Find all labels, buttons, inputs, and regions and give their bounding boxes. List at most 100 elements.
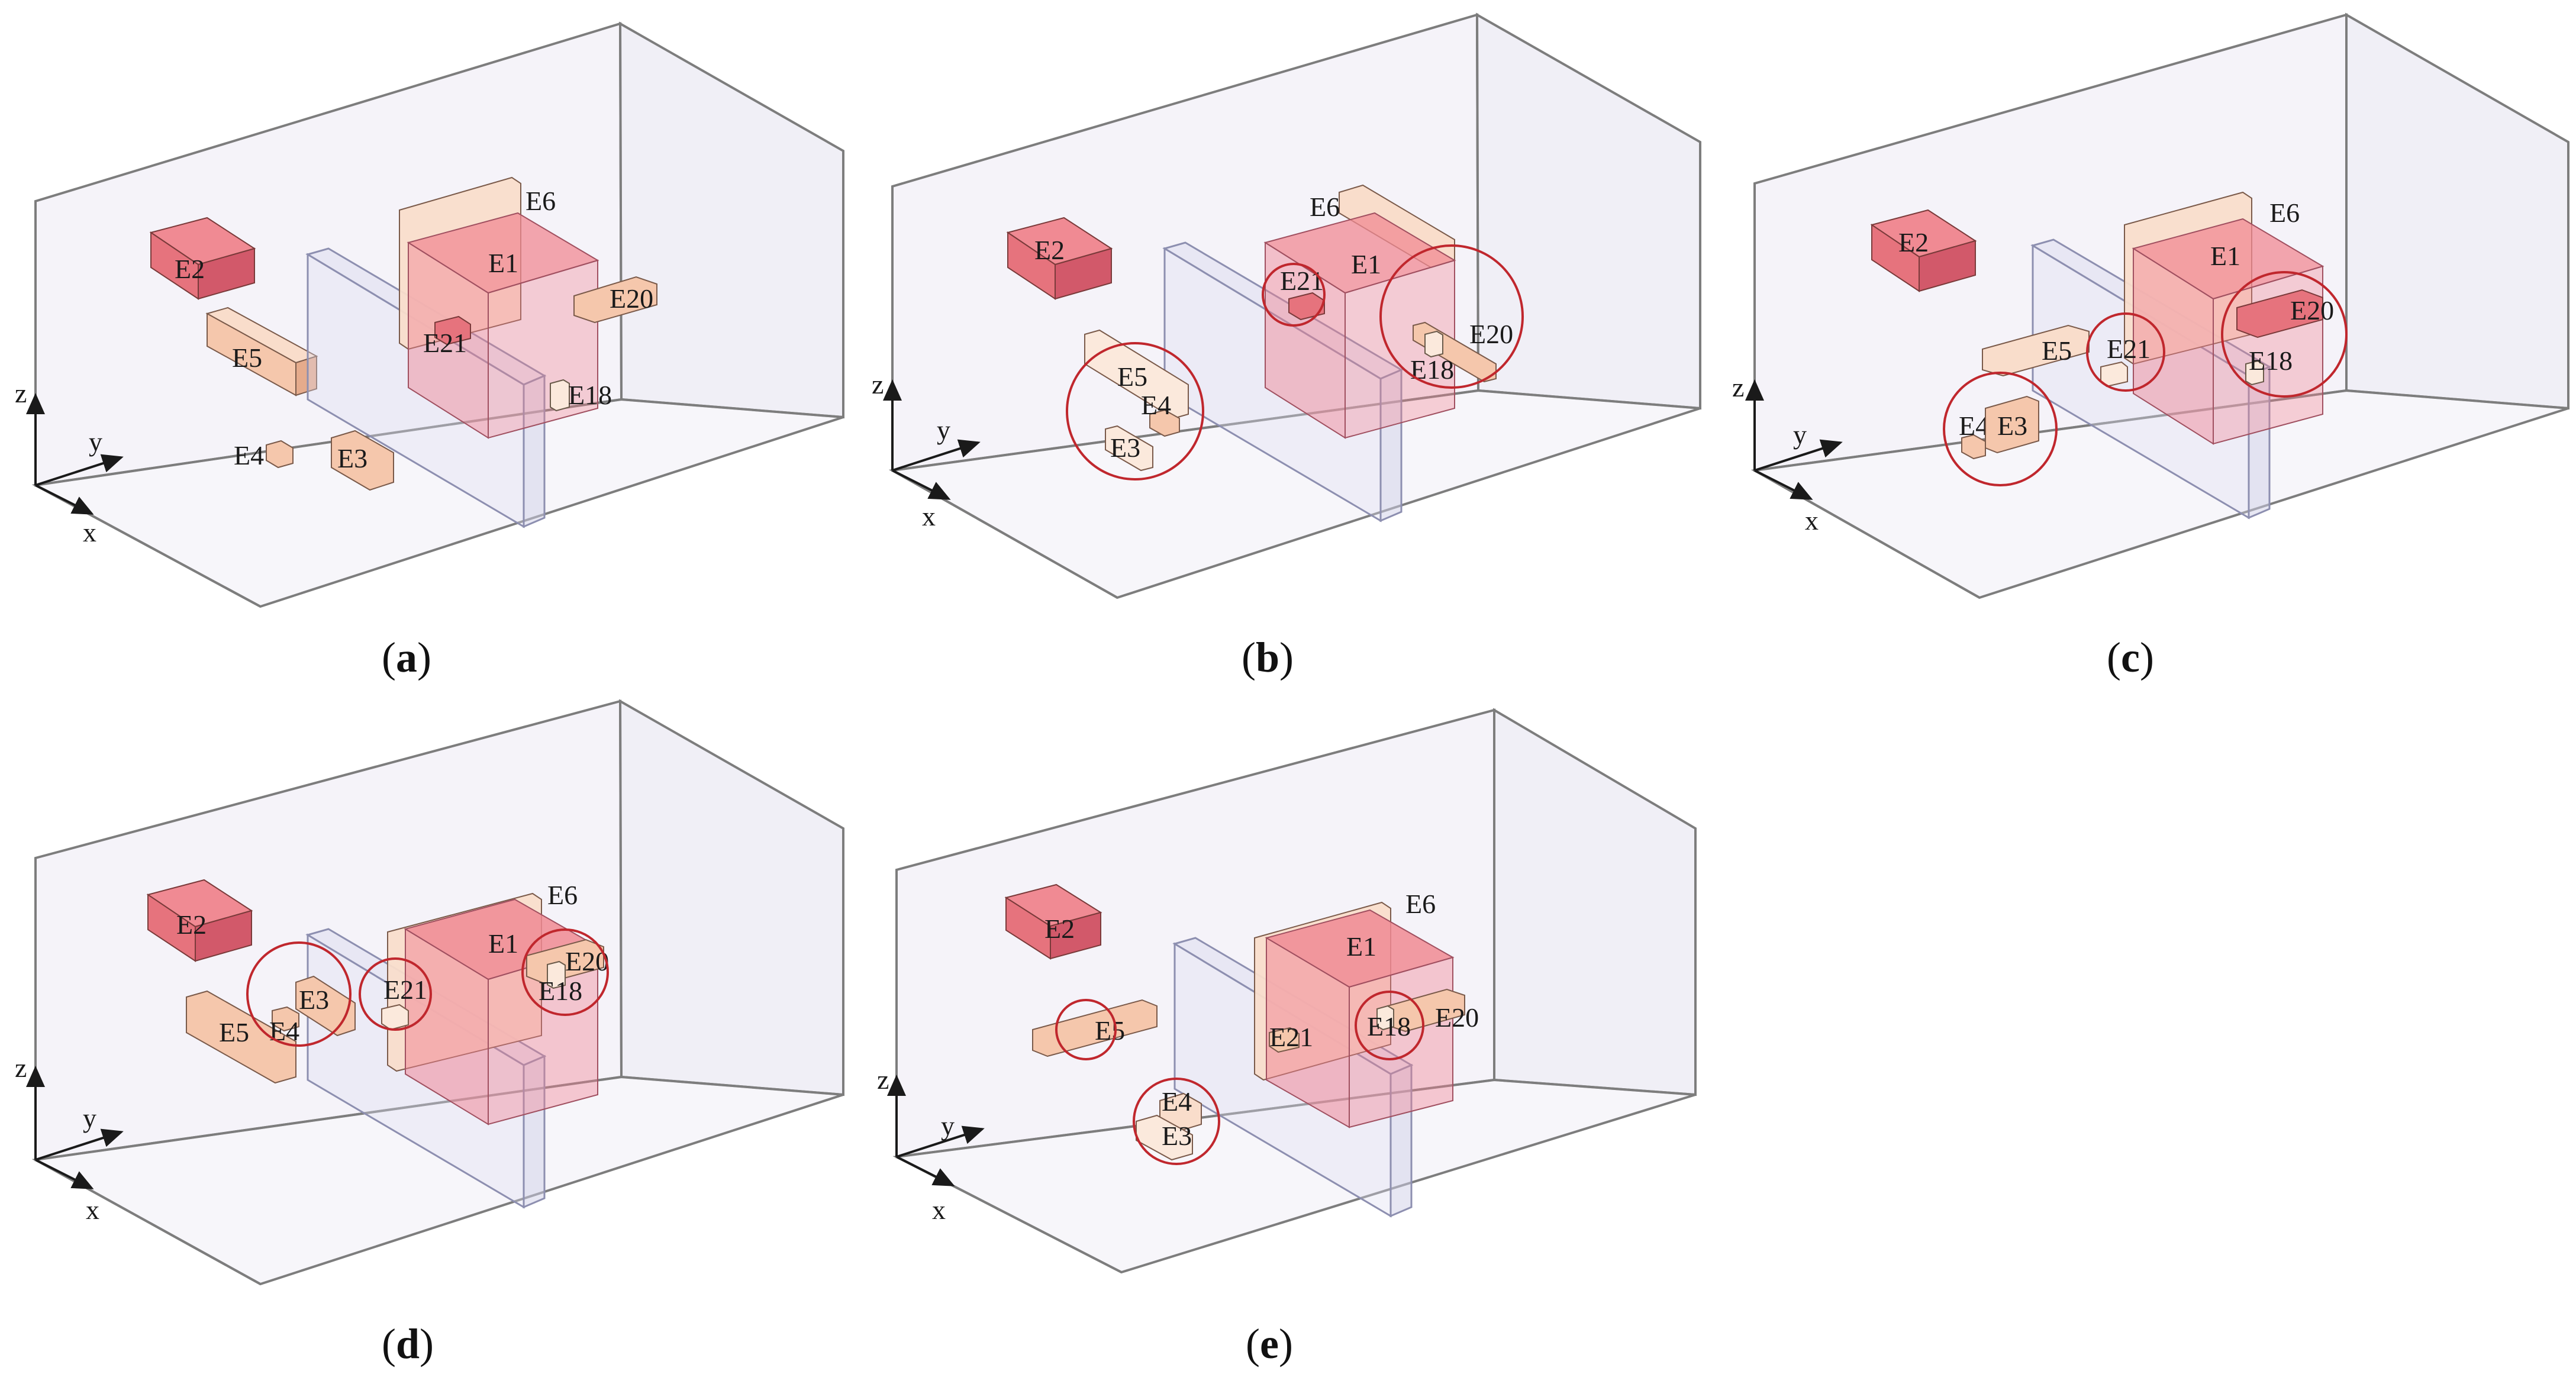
label-e6: E6 bbox=[1310, 192, 1340, 222]
label-e3: E3 bbox=[1110, 433, 1140, 463]
partition-wall-side bbox=[1379, 368, 1403, 522]
label-e3: E3 bbox=[1997, 411, 2027, 441]
element-e1-box bbox=[404, 898, 599, 1125]
label-e1: E1 bbox=[1351, 249, 1381, 279]
y-axis bbox=[35, 1128, 124, 1161]
label-e6: E6 bbox=[2269, 198, 2300, 228]
label-e18: E18 bbox=[568, 380, 612, 410]
element-e5-box bbox=[186, 990, 296, 1084]
x-axis-label: x bbox=[83, 517, 96, 547]
element-e3-box bbox=[1985, 395, 2039, 454]
element-e18-box bbox=[547, 960, 566, 989]
panel-caption-d: (d) bbox=[382, 1320, 434, 1367]
x-axis bbox=[1754, 469, 1813, 500]
label-e18: E18 bbox=[1367, 1011, 1411, 1041]
label-e3: E3 bbox=[337, 443, 367, 473]
element-e21-box bbox=[1288, 292, 1325, 321]
panel-caption-c: (c) bbox=[2107, 634, 2154, 681]
label-e6: E6 bbox=[525, 186, 556, 216]
z-axis-label: z bbox=[15, 1053, 27, 1083]
label-e4: E4 bbox=[269, 1016, 299, 1046]
z-axis-label: z bbox=[15, 378, 27, 408]
label-e5: E5 bbox=[232, 343, 262, 373]
label-e2: E2 bbox=[1034, 235, 1065, 265]
element-e20-box bbox=[2236, 289, 2323, 338]
partition-wall-side bbox=[523, 1054, 546, 1209]
y-axis-label: y bbox=[83, 1103, 96, 1133]
x-axis-label: x bbox=[922, 501, 936, 531]
label-e18: E18 bbox=[1410, 354, 1454, 385]
element-e1-box bbox=[2132, 218, 2324, 445]
label-e1: E1 bbox=[488, 928, 518, 959]
z-axis-label: z bbox=[1732, 372, 1744, 402]
highlight-circle bbox=[1133, 1078, 1220, 1165]
highlight-circle bbox=[246, 941, 352, 1047]
panel-a: E2 E5 E6 E1 E21 E20 E18 bbox=[15, 21, 844, 681]
label-e5: E5 bbox=[1095, 1015, 1125, 1046]
label-e1: E1 bbox=[2210, 241, 2240, 271]
panel-b: E2 E6 E1 E21 E20 E18 E5 E4 E3 z y bbox=[872, 12, 1701, 681]
label-e5: E5 bbox=[219, 1017, 249, 1047]
highlight-circle bbox=[2086, 312, 2165, 392]
highlight-circle bbox=[1943, 372, 2058, 486]
x-axis-label: x bbox=[86, 1195, 99, 1225]
highlight-circle bbox=[1262, 263, 1326, 327]
y-axis bbox=[896, 1125, 985, 1158]
label-e2: E2 bbox=[175, 254, 205, 284]
label-e4: E4 bbox=[1141, 390, 1171, 420]
element-e4-box bbox=[1149, 409, 1180, 437]
label-e20: E20 bbox=[1469, 319, 1513, 349]
y-axis bbox=[1754, 439, 1843, 472]
label-e2: E2 bbox=[1044, 914, 1075, 944]
element-e4-box bbox=[266, 440, 294, 469]
element-e5-box bbox=[1032, 999, 1158, 1057]
element-e18-box bbox=[2245, 360, 2264, 386]
element-e3-box bbox=[295, 975, 356, 1037]
x-axis bbox=[896, 1156, 955, 1186]
room-right-wall bbox=[1493, 708, 1697, 1096]
element-e3-box bbox=[1136, 1114, 1193, 1161]
element-e2-box bbox=[1870, 209, 1977, 292]
element-e3-box bbox=[1105, 425, 1153, 472]
panel-e: E2 E5 E6 E1 E21 E20 E18 E4 E3 z y bbox=[877, 708, 1697, 1367]
element-e5-box bbox=[205, 307, 318, 396]
element-e18-box bbox=[1376, 1005, 1394, 1031]
label-e4: E4 bbox=[1162, 1086, 1192, 1117]
element-e21-box bbox=[1269, 1027, 1300, 1053]
label-e21: E21 bbox=[423, 328, 467, 358]
label-e3: E3 bbox=[1162, 1121, 1192, 1151]
room-right-wall bbox=[2345, 12, 2569, 410]
label-e21: E21 bbox=[1269, 1022, 1313, 1052]
highlight-circle bbox=[1055, 999, 1117, 1060]
x-axis bbox=[35, 1159, 94, 1189]
element-e5-box bbox=[1982, 324, 2090, 377]
y-axis-label: y bbox=[1793, 420, 1807, 450]
element-e4-box bbox=[272, 1006, 299, 1032]
element-e18-box bbox=[1424, 330, 1443, 358]
y-axis-label: y bbox=[941, 1111, 955, 1141]
label-e2: E2 bbox=[1898, 227, 1929, 257]
label-e18: E18 bbox=[2249, 346, 2293, 376]
x-axis-label: x bbox=[932, 1195, 946, 1225]
y-axis-label: y bbox=[89, 427, 102, 457]
partition-wall-side bbox=[523, 374, 546, 528]
element-e20-box bbox=[573, 276, 657, 324]
panel-c: E2 E6 E1 E20 E18 E5 E21 E4 E3 z y bbox=[1732, 12, 2569, 681]
label-e18: E18 bbox=[539, 976, 582, 1006]
label-e4: E4 bbox=[234, 440, 264, 470]
room-right-wall bbox=[1475, 12, 1701, 410]
panel-caption-a: (a) bbox=[382, 634, 431, 681]
highlight-circle bbox=[1355, 991, 1424, 1060]
element-e20-box bbox=[526, 938, 604, 985]
room-right-wall bbox=[618, 21, 844, 419]
element-e21-box bbox=[434, 315, 471, 346]
x-axis bbox=[35, 484, 94, 515]
element-e2-box bbox=[1006, 217, 1113, 300]
highlight-circle bbox=[521, 928, 609, 1016]
label-e21: E21 bbox=[2107, 334, 2151, 364]
label-e5: E5 bbox=[2042, 336, 2072, 366]
element-e2-box bbox=[149, 217, 256, 300]
highlight-circle bbox=[2221, 271, 2348, 398]
y-axis-label: y bbox=[937, 415, 950, 445]
z-axis-label: z bbox=[877, 1065, 889, 1095]
